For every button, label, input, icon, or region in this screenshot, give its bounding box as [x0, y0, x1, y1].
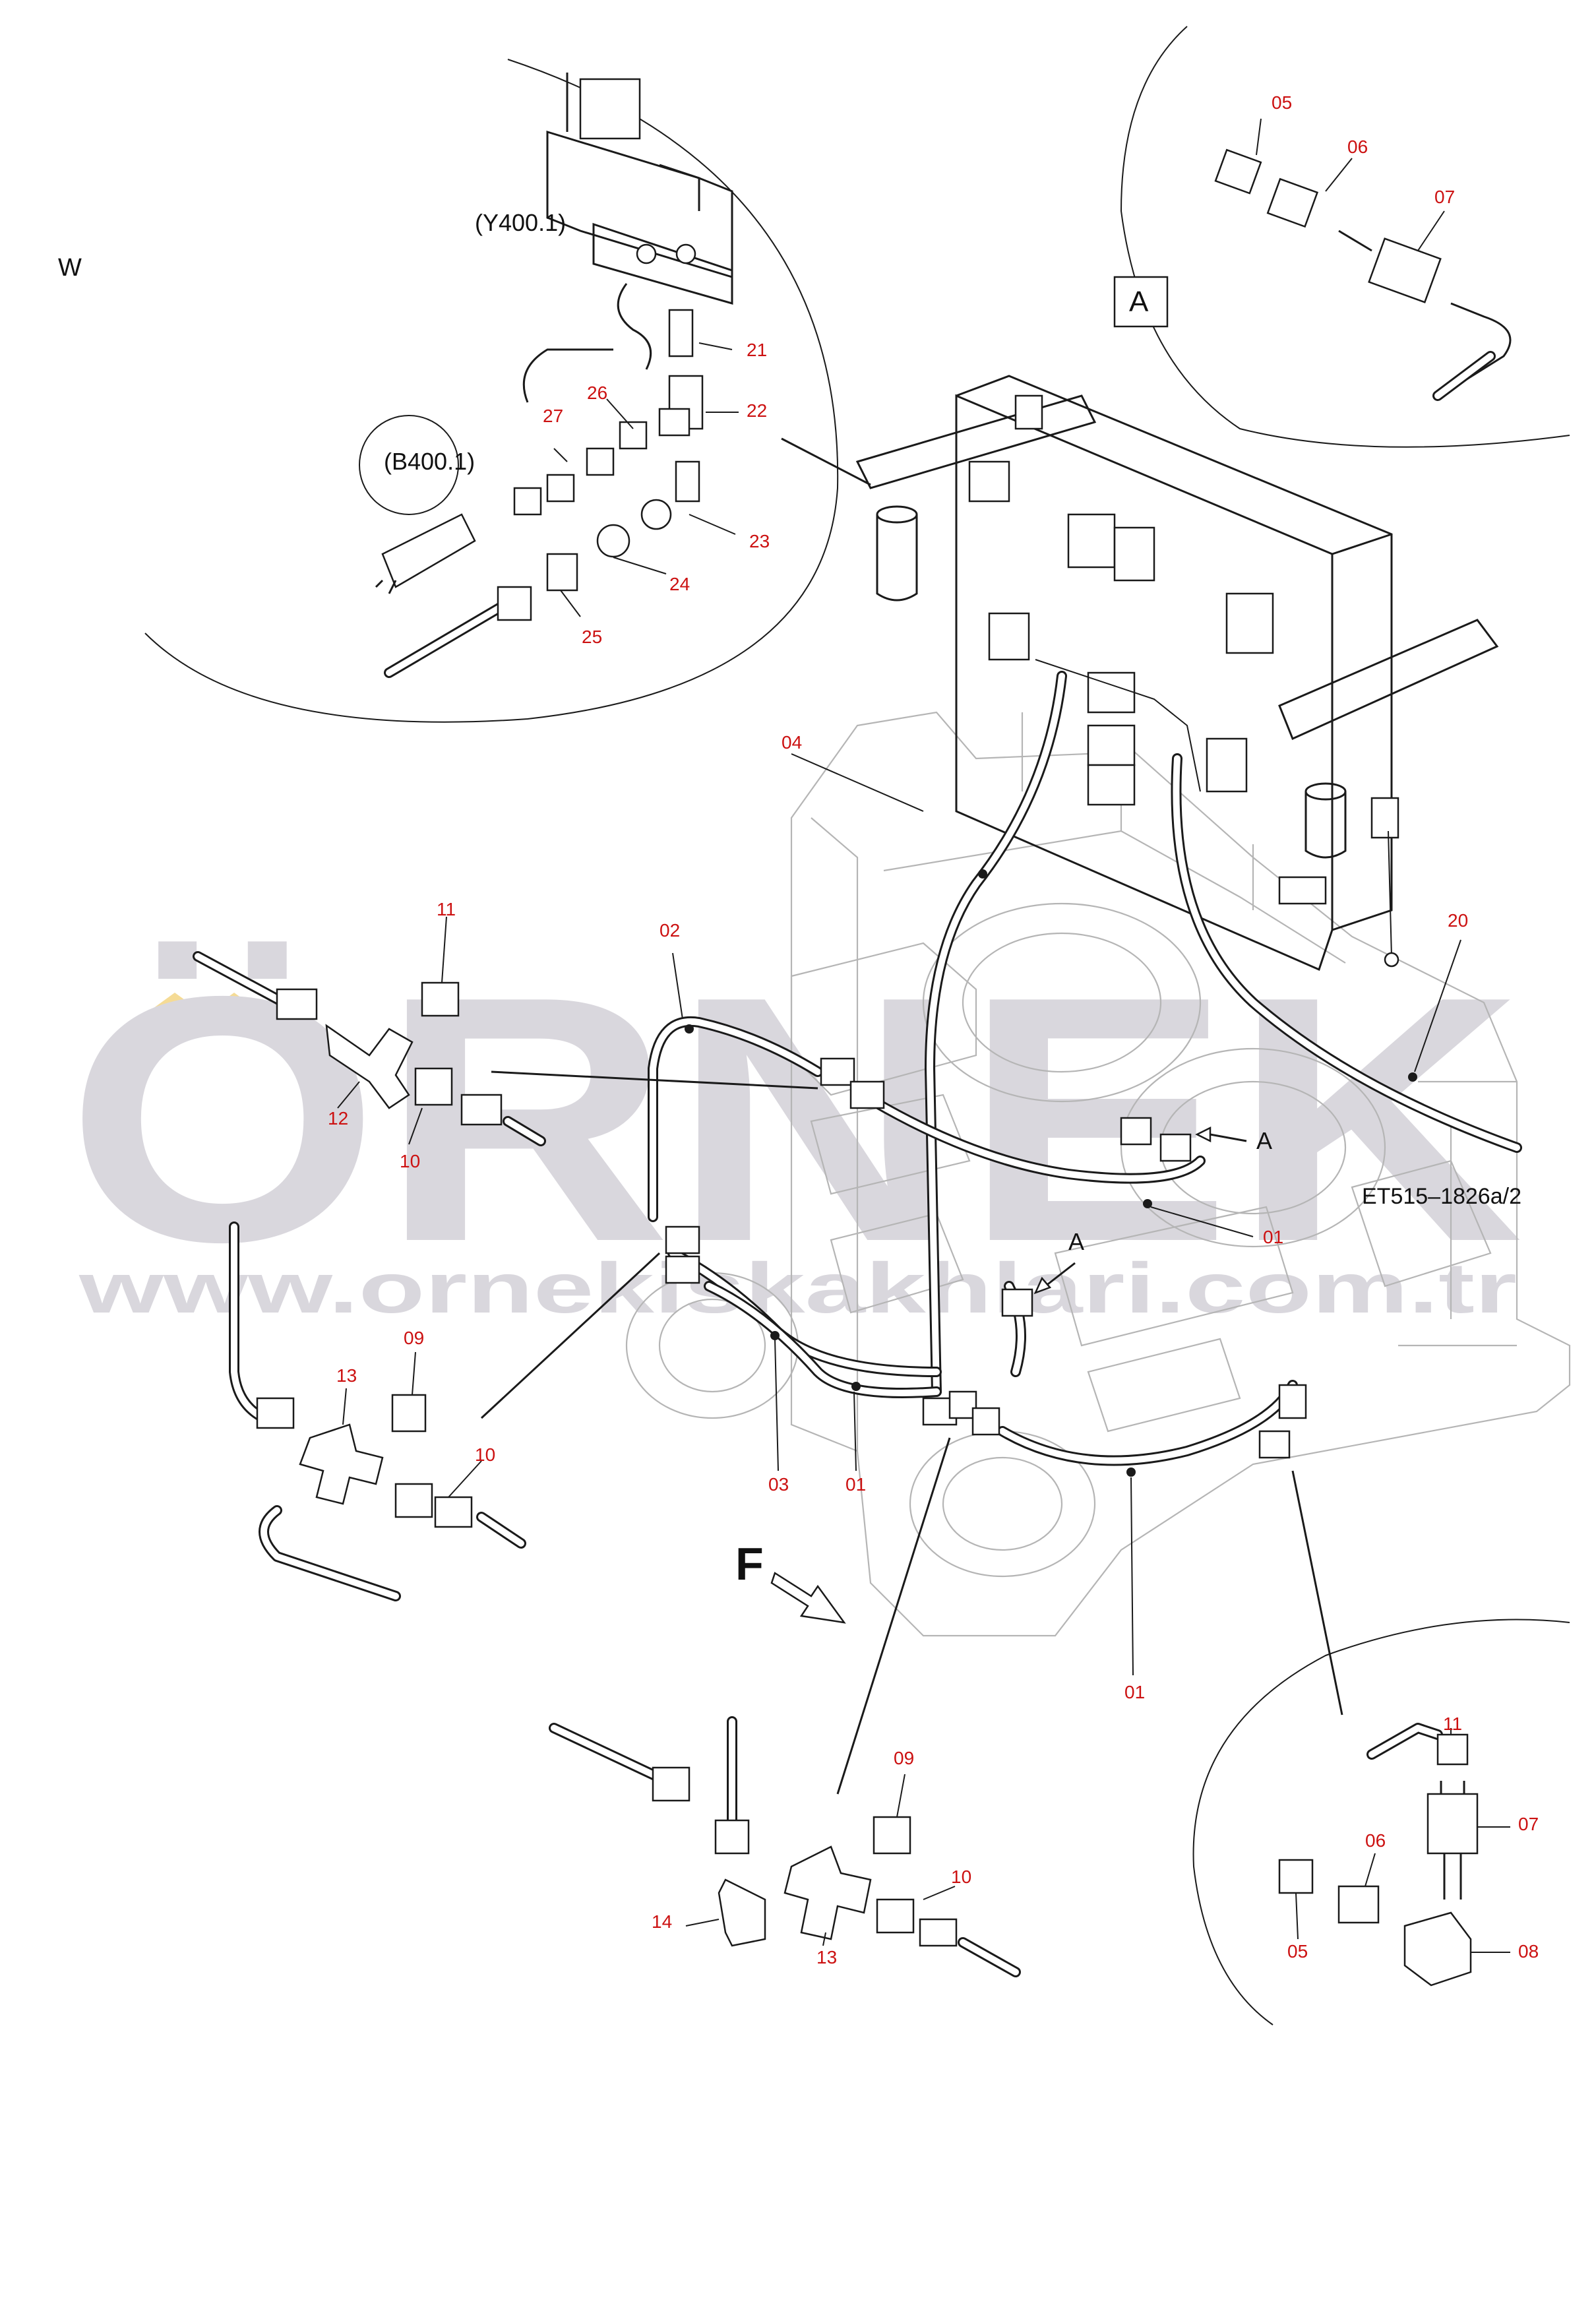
part-number-14: 14 [652, 1911, 672, 1932]
detail-a-label: A [1129, 286, 1149, 318]
part-number-09-left: 09 [404, 1328, 424, 1348]
part-number-01-upper: 01 [1263, 1227, 1283, 1247]
flow-label: F [735, 1538, 764, 1590]
part-number-25: 25 [582, 627, 602, 647]
part-number-09-bottom: 09 [894, 1748, 914, 1768]
part-number-11-left: 11 [437, 899, 456, 919]
part-number-21: 21 [747, 340, 767, 360]
part-number-03: 03 [768, 1474, 789, 1495]
leader-lines [480, 437, 1461, 1795]
exploded-bottom [549, 1716, 1021, 1977]
part-number-27: 27 [543, 406, 563, 426]
detail-arrows: A A [1033, 1126, 1272, 1295]
part-number-10-bottom: 10 [951, 1867, 971, 1887]
part-number-26: 26 [587, 383, 607, 403]
part-number-06-right: 06 [1365, 1830, 1386, 1851]
solenoid-label: (Y400.1) [475, 209, 566, 236]
watermark: ÖRNEK www.ornekiskakhlari.com.tr [66, 924, 1523, 1328]
part-number-23: 23 [749, 531, 770, 551]
part-number-24: 24 [669, 574, 690, 594]
exploded-left-lower [229, 1221, 526, 1601]
detail-circle-w: (Y400.1) (B400.1) [144, 59, 839, 723]
part-number-05-right: 05 [1287, 1941, 1308, 1962]
labels: W ET515–1826a/2 21 22 23 24 25 26 27 05 … [58, 92, 1539, 1967]
part-number-07-right: 07 [1518, 1814, 1539, 1834]
detail-arrow-label-a2: A [1068, 1228, 1084, 1255]
part-number-22: 22 [747, 400, 767, 421]
detail-arrow-label-a1: A [1256, 1127, 1272, 1154]
part-number-10-left-upper: 10 [400, 1151, 420, 1171]
part-number-13-left: 13 [336, 1365, 357, 1386]
view-label: W [58, 254, 82, 282]
part-number-02: 02 [660, 920, 680, 941]
sensor-label: (B400.1) [384, 448, 475, 475]
part-number-06-top: 06 [1347, 137, 1368, 157]
flow-arrow: F [735, 1538, 846, 1624]
hoses [648, 671, 1522, 1477]
exploded-left-upper [193, 916, 546, 1146]
part-number-05-top: 05 [1272, 92, 1292, 113]
part-number-04: 04 [782, 732, 802, 753]
part-number-01-middle: 01 [845, 1474, 866, 1495]
part-number-08: 08 [1518, 1941, 1539, 1962]
detail-circle-bottom-right [1192, 1619, 1570, 2025]
drawing-code: ET515–1826a/2 [1362, 1184, 1521, 1209]
part-number-20: 20 [1448, 910, 1468, 931]
part-number-12: 12 [328, 1108, 348, 1129]
detail-a-box [1113, 276, 1169, 328]
part-number-13-bottom: 13 [816, 1947, 837, 1967]
detail-circle-a: A [1113, 26, 1570, 448]
part-number-11-right: 11 [1443, 1714, 1462, 1734]
part-number-07-top: 07 [1434, 187, 1455, 207]
valve-panel [855, 375, 1499, 972]
watermark-url: www.ornekiskakhlari.com.tr [78, 1248, 1517, 1328]
part-number-01-lower: 01 [1124, 1682, 1145, 1702]
part-number-10-left-lower: 10 [475, 1444, 495, 1465]
